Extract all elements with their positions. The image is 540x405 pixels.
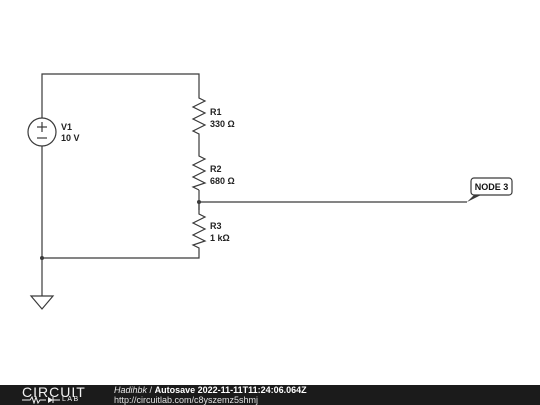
voltage-source-v1[interactable] (27, 117, 57, 147)
circuit-schematic: V1 10 V R1 330 Ω R2 680 Ω R3 1 kΩ NODE 3 (27, 73, 513, 310)
resistor-r1[interactable] (191, 94, 207, 140)
logo-text-bottom: LAB (62, 396, 80, 403)
wire-bottom (41, 146, 200, 259)
node-label-node-3[interactable]: NODE 3 (467, 177, 513, 202)
junction-node-3 (197, 200, 201, 204)
wire-top (41, 73, 200, 118)
node-label-text: NODE 3 (475, 182, 509, 192)
logo-wave-icon (22, 396, 60, 404)
circuitlab-logo: CIRCUIT LAB (22, 384, 102, 405)
logo-text-top: CIRCUIT (22, 384, 86, 400)
r3-value: 1 kΩ (210, 233, 230, 243)
ground-icon[interactable] (29, 295, 55, 310)
v1-value: 10 V (61, 133, 80, 143)
title-separator: / (149, 385, 153, 395)
r3-name: R3 (210, 221, 222, 231)
resistor-r3[interactable] (191, 210, 207, 250)
r1-name: R1 (210, 107, 222, 117)
circuit-title: Autosave 2022-11-11T11:24:06.064Z (154, 385, 307, 395)
r2-name: R2 (210, 164, 222, 174)
r2-value: 680 Ω (210, 176, 235, 186)
r1-value: 330 Ω (210, 119, 235, 129)
footer-info: Hadihbk / Autosave 2022-11-11T11:24:06.0… (114, 385, 307, 405)
footer-bar: CIRCUIT LAB Hadihbk / Autosave 2022-11-1… (0, 384, 540, 405)
junction-ground (40, 256, 44, 260)
author-name[interactable]: Hadihbk (114, 385, 148, 395)
v1-name: V1 (61, 122, 72, 132)
wires (41, 73, 467, 296)
resistor-r2[interactable] (191, 153, 207, 191)
circuit-url[interactable]: http://circuitlab.com/c8yszemz5shmj (114, 395, 259, 405)
